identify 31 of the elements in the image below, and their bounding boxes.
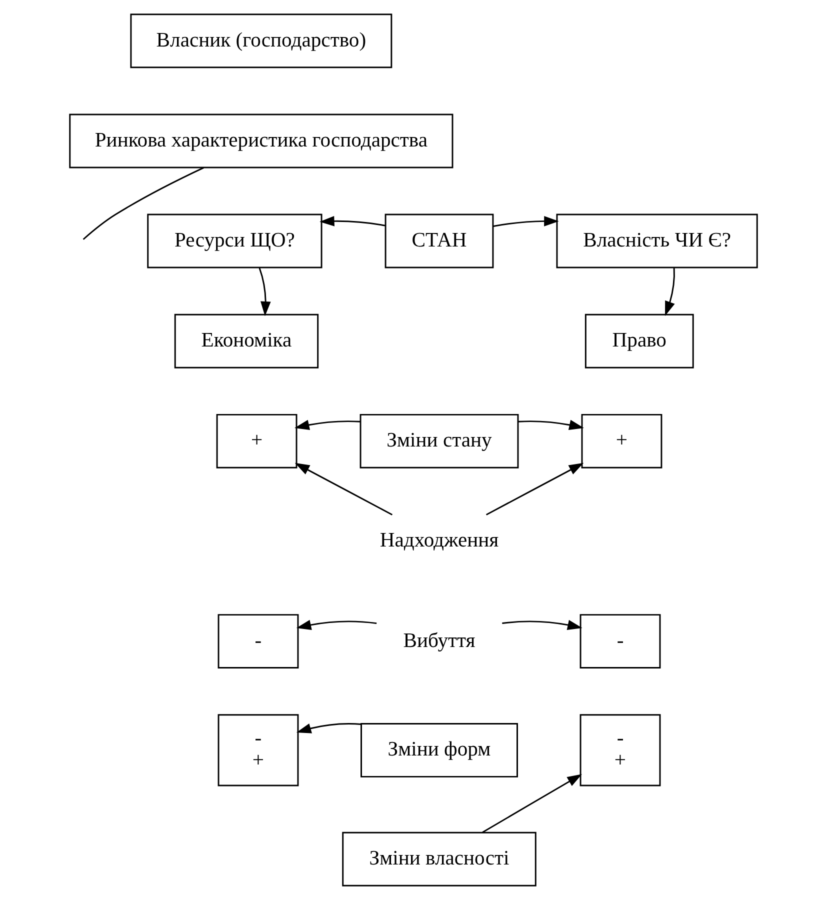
arrow <box>320 216 386 226</box>
node-box: + <box>581 414 662 468</box>
arrow <box>296 722 362 734</box>
node-box: СТАН <box>384 214 494 268</box>
arrow <box>294 420 360 430</box>
node-box: Ресурси ЩО? <box>147 214 322 268</box>
node-box: Власник (господарство) <box>130 14 392 68</box>
node-text: Вибуття <box>403 630 476 652</box>
arrow <box>493 216 559 227</box>
arrow <box>296 620 377 630</box>
arrow <box>258 268 271 316</box>
node-box: Економіка <box>174 314 319 368</box>
node-box: Власність ЧИ Є? <box>556 214 758 268</box>
node-box: - <box>218 614 299 669</box>
arrow <box>486 462 584 516</box>
node-box: - + <box>580 714 661 786</box>
node-box: Зміни власності <box>342 832 536 886</box>
node-box: - + <box>218 714 299 786</box>
node-box: Зміни форм <box>360 722 518 778</box>
node-box: Право <box>584 314 694 368</box>
node-text: Надходження <box>380 530 499 552</box>
node-box: Зміни стану <box>360 414 519 468</box>
node-box: + <box>216 414 298 468</box>
connector <box>82 166 204 240</box>
node-box: Ринкова характеристика господарства <box>69 114 454 168</box>
arrow <box>518 420 584 430</box>
arrow <box>482 774 582 833</box>
node-box: - <box>580 614 661 669</box>
arrow <box>502 620 582 630</box>
arrow <box>665 268 675 316</box>
arrow <box>294 462 393 516</box>
